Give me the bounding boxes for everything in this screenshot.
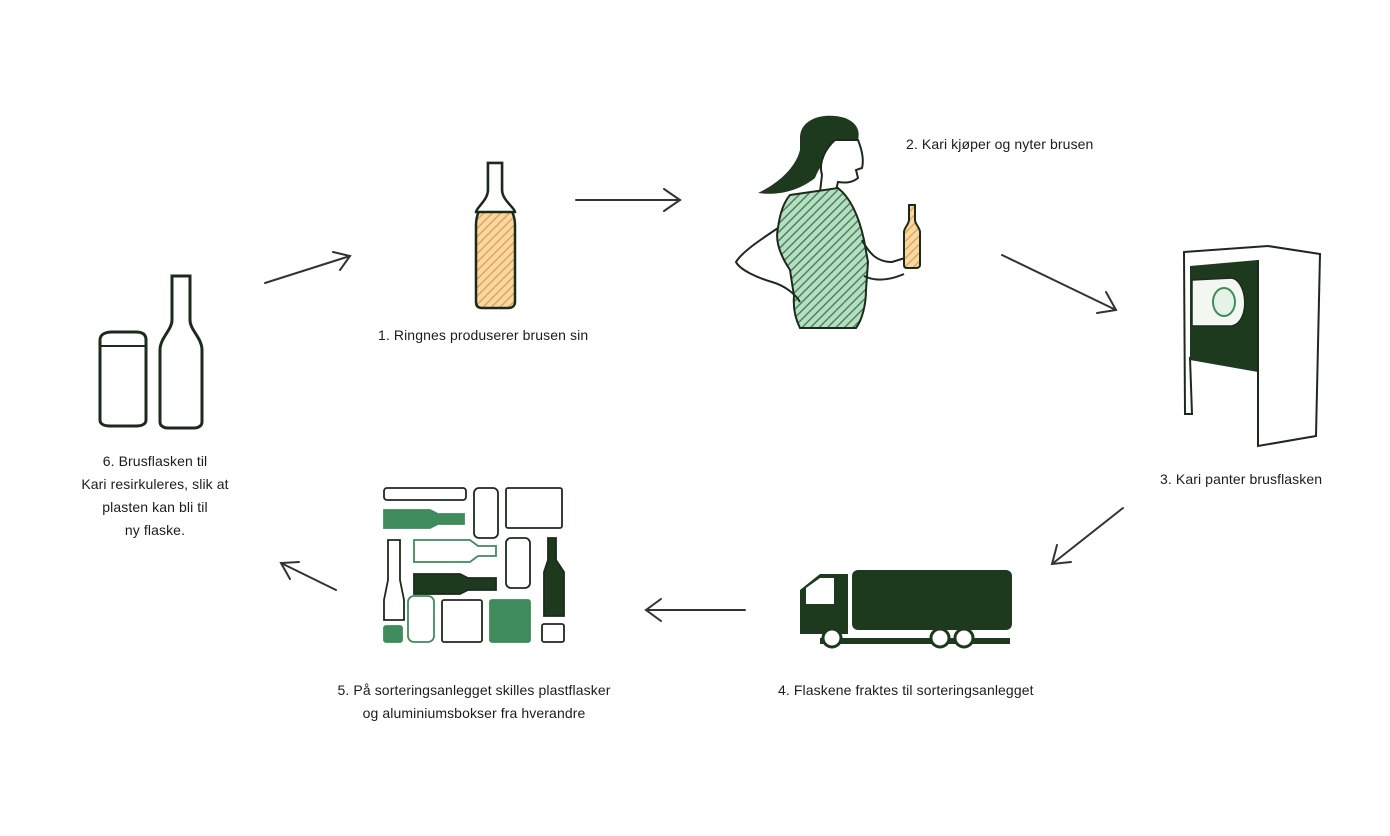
reverse-vending-machine-icon xyxy=(1182,244,1322,448)
bottle-icon xyxy=(474,161,517,310)
arrow-1-to-2 xyxy=(575,188,682,212)
can-and-bottle-icon xyxy=(98,274,204,430)
arrow-3-to-4 xyxy=(1050,507,1124,566)
step-number: 4. xyxy=(778,682,790,698)
step-text: Kari kjøper og nyter brusen xyxy=(921,136,1094,152)
arrow-5-to-6 xyxy=(279,561,337,591)
step-4-label: 4. Flaskene fraktes til sorteringsanlegg… xyxy=(778,679,1034,702)
step-1-label: 1. Ringnes produserer brusen sin xyxy=(378,324,588,347)
step-text: Flaskene fraktes til sorteringsanlegget xyxy=(793,682,1034,698)
step-2-label: 2. Kari kjøper og nyter brusen xyxy=(906,133,1093,156)
step-3-label: 3. Kari panter brusflasken xyxy=(1160,468,1322,491)
step-number: 1. xyxy=(378,327,390,343)
step-6-label: 6. Brusflasken til Kari resirkuleres, sl… xyxy=(60,450,250,542)
truck-icon xyxy=(800,570,1012,649)
arrow-4-to-5 xyxy=(644,598,746,622)
step-text: På sorteringsanlegget skilles plastflask… xyxy=(353,682,611,698)
step-text-line-4: ny flaske. xyxy=(124,522,186,538)
step-text: Kari panter brusflasken xyxy=(1175,471,1323,487)
step-5-label: 5. På sorteringsanlegget skilles plastfl… xyxy=(324,679,624,725)
step-text-line-2: og aluminiumsbokser fra hverandre xyxy=(362,705,586,721)
woman-drinking-icon xyxy=(734,115,921,329)
step-text: Ringnes produserer brusen sin xyxy=(393,327,589,343)
step-text: Brusflasken til xyxy=(118,453,208,469)
step-number: 3. xyxy=(1160,471,1172,487)
sorting-icon xyxy=(383,487,565,643)
step-text-line-2: Kari resirkuleres, slik at xyxy=(81,476,229,492)
step-number: 2. xyxy=(906,136,918,152)
step-number: 5. xyxy=(337,682,350,698)
arrow-2-to-3 xyxy=(1001,254,1118,314)
arrow-6-to-1 xyxy=(264,251,352,284)
step-number: 6. xyxy=(102,453,115,469)
step-text-line-3: plasten kan bli til xyxy=(102,499,208,515)
